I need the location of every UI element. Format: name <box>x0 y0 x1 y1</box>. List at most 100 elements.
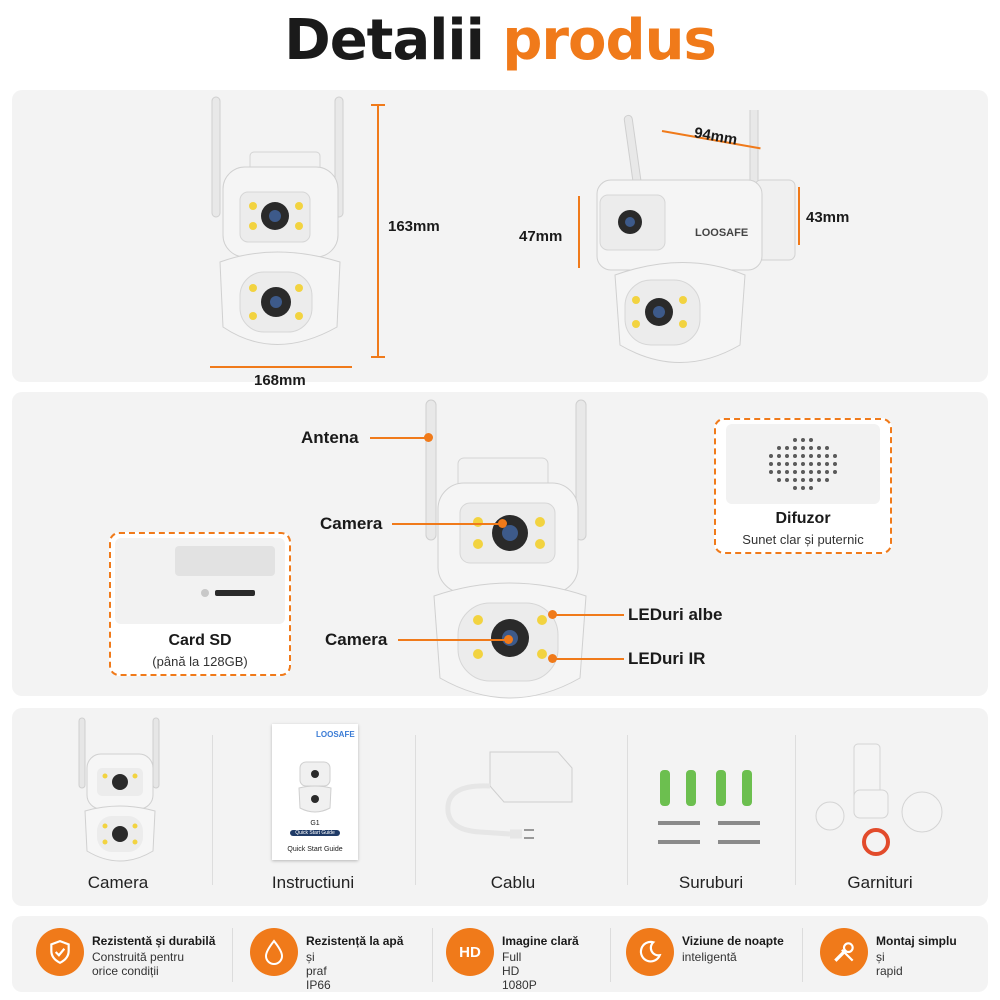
manual-brand: LOOSAFE <box>316 730 355 739</box>
package-separator <box>212 735 213 885</box>
speaker-hole <box>793 462 797 466</box>
package-item-label: Instructiuni <box>271 873 355 892</box>
manual-model: G1 <box>310 820 320 827</box>
lens-dim-line <box>578 196 580 268</box>
feature-separator <box>802 928 803 982</box>
speaker-hole <box>785 478 789 482</box>
package-separator <box>415 735 416 885</box>
speaker-hole <box>801 462 805 466</box>
speaker-hole <box>825 470 829 474</box>
feature-separator <box>232 928 233 982</box>
speaker-hole <box>769 454 773 458</box>
feature-title: Montaj simplu <box>876 934 957 948</box>
speaker-hole <box>817 454 821 458</box>
antenna-pointer-line <box>370 437 426 439</box>
speaker-hole <box>801 478 805 482</box>
manual-footer: Quick Start Guide <box>287 846 343 853</box>
dimensions-panel <box>12 90 988 382</box>
speaker-hole <box>793 438 797 442</box>
manual-camera-image <box>298 761 332 813</box>
package-separator <box>795 735 796 885</box>
package-item-label: Cablu <box>490 873 536 892</box>
speaker-hole <box>801 438 805 442</box>
speaker-hole <box>825 454 829 458</box>
speaker-hole <box>825 446 829 450</box>
tools-icon-glyph <box>834 942 854 962</box>
white-leds-pointer-line <box>552 614 624 616</box>
feature-title: Rezistență la apă <box>306 934 404 948</box>
antenna-label: Antena <box>301 428 359 447</box>
brand-logo: LOOSAFE <box>695 227 748 239</box>
speaker-hole <box>769 470 773 474</box>
feature-title: Viziune de noapte <box>682 934 784 948</box>
title-accent: produs <box>502 8 716 73</box>
speaker-hole <box>809 446 813 450</box>
sd-slot-icon <box>115 538 285 624</box>
page-title: Detalii produs <box>0 8 1000 73</box>
tools-icon <box>820 928 868 976</box>
sd-card-subtitle: (până la 128GB) <box>152 654 248 669</box>
feature-separator <box>432 928 433 982</box>
camera-bottom-pointer-line <box>398 639 506 641</box>
speaker-hole <box>817 446 821 450</box>
height-dim-label: 163mm <box>388 218 440 235</box>
camera-top-pointer-line <box>392 523 500 525</box>
speaker-hole <box>793 470 797 474</box>
height-dim-cap-top <box>371 104 385 106</box>
antenna-pointer-dot <box>424 433 433 442</box>
sd-card-title: Card SD <box>168 632 232 649</box>
speaker-hole <box>785 454 789 458</box>
speaker-hole <box>809 462 813 466</box>
speaker-hole <box>769 462 773 466</box>
speaker-hole <box>825 478 829 482</box>
speaker-hole <box>777 478 781 482</box>
speaker-hole <box>793 478 797 482</box>
lens-dim-label: 47mm <box>519 228 563 245</box>
speaker-hole <box>793 486 797 490</box>
speaker-hole <box>817 462 821 466</box>
speaker-hole <box>809 470 813 474</box>
mount-dim-label: 43mm <box>806 209 850 226</box>
speaker-hole <box>777 470 781 474</box>
width-dim-label: 168mm <box>254 372 306 389</box>
camera-bottom-pointer-dot <box>504 635 513 644</box>
speaker-subtitle: Sunet clar și puternic <box>742 532 864 547</box>
white-leds-label: LEDuri albe <box>628 605 723 624</box>
camera-top-label: Camera <box>320 514 383 533</box>
feature-title: Imagine clară <box>502 934 579 948</box>
feature-subtitle: Construită pentru orice condiții <box>92 950 185 978</box>
speaker-callout: Difuzor Sunet clar și puternic <box>714 418 892 554</box>
feature-subtitle: inteligentă <box>682 950 737 964</box>
ir-leds-label: LEDuri IR <box>628 649 706 668</box>
package-separator <box>627 735 628 885</box>
speaker-hole <box>809 486 813 490</box>
camera-bottom-label: Camera <box>325 630 388 649</box>
water-drop-icon <box>250 928 298 976</box>
speaker-hole <box>809 478 813 482</box>
speaker-hole <box>817 478 821 482</box>
speaker-hole <box>793 454 797 458</box>
title-main: Detalii <box>284 8 485 73</box>
moon-icon <box>626 928 674 976</box>
package-item-label: Suruburi <box>678 873 744 892</box>
speaker-hole <box>785 470 789 474</box>
feature-subtitle: și praf IP66 <box>306 950 331 992</box>
speaker-grille-icon <box>726 424 880 504</box>
feature-subtitle: și rapid <box>876 950 903 978</box>
camera-front-view <box>211 96 344 345</box>
package-item-label: Garnituri <box>847 873 913 892</box>
gaskets-image <box>815 743 943 856</box>
power-adapter-image <box>445 751 573 839</box>
speaker-hole <box>809 454 813 458</box>
speaker-hole <box>793 446 797 450</box>
speaker-hole <box>777 462 781 466</box>
speaker-hole <box>785 462 789 466</box>
white-leds-pointer-dot <box>548 610 557 619</box>
speaker-hole <box>825 462 829 466</box>
speaker-hole <box>833 470 837 474</box>
camera-top-pointer-dot <box>498 519 507 528</box>
water-drop-icon-glyph <box>264 939 284 965</box>
speaker-hole <box>817 470 821 474</box>
quick-start-manual: LOOSAFE G1 Quick Start Guide Quick Start… <box>272 724 358 860</box>
feature-separator <box>610 928 611 982</box>
